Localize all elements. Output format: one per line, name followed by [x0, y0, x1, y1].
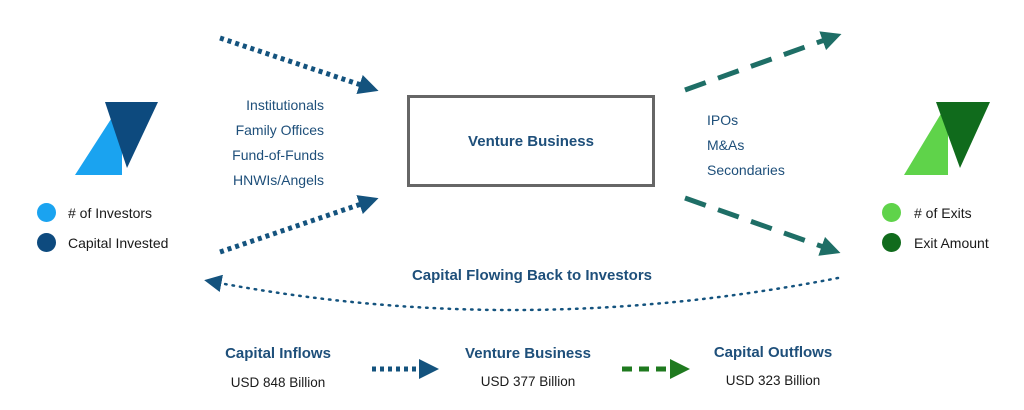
summary-venture-title: Venture Business — [465, 345, 591, 362]
venture-business-label: Venture Business — [468, 132, 594, 150]
legend-label-investors: # of Investors — [68, 205, 153, 221]
summary-inflows-title: Capital Inflows — [225, 345, 331, 362]
inflow-arrow-top — [219, 35, 379, 95]
outflow-arrow-bottom — [684, 195, 841, 256]
summary-inflows-value: USD 848 Billion — [230, 375, 326, 390]
investor-logo-light-triangle — [75, 102, 122, 175]
exit-logo-light-triangle — [904, 102, 948, 175]
summary-outflows-title: Capital Outflows — [713, 344, 833, 361]
legend-label-capital-invested: Capital Invested — [68, 235, 169, 251]
summary-outflows-value: USD 323 Billion — [725, 373, 821, 388]
legend-dot-capital-invested — [37, 233, 56, 252]
source-label-fund-of-funds: Fund-of-Funds — [232, 147, 324, 163]
legend-dot-exit-amount — [882, 233, 901, 252]
source-label-institutionals: Institutionals — [246, 97, 324, 113]
legend-dot-investors — [37, 203, 56, 222]
legend-label-exits: # of Exits — [914, 205, 972, 221]
inflow-arrow-bottom — [219, 195, 379, 255]
exit-logo — [904, 102, 990, 175]
capital-flowing-back-label: Capital Flowing Back to Investors — [411, 267, 653, 284]
exit-logo-dark-triangle — [936, 102, 990, 168]
exit-label-secondaries: Secondaries — [707, 162, 785, 178]
source-label-hnwis-angels: HNWIs/Angels — [232, 172, 324, 188]
venture-business-box: Venture Business — [407, 95, 655, 187]
legend-dot-exits — [882, 203, 901, 222]
capital-return-arrow — [204, 274, 840, 312]
summary-venture-value: USD 377 Billion — [480, 374, 576, 389]
source-label-family-offices: Family Offices — [235, 122, 324, 138]
legend-label-exit-amount: Exit Amount — [914, 235, 989, 251]
investor-logo — [75, 102, 158, 175]
outflow-arrow-top — [684, 31, 842, 93]
exit-label-ipos: IPOs — [707, 112, 739, 128]
exit-label-m-and-as: M&As — [707, 137, 745, 153]
investor-logo-dark-triangle — [105, 102, 158, 168]
